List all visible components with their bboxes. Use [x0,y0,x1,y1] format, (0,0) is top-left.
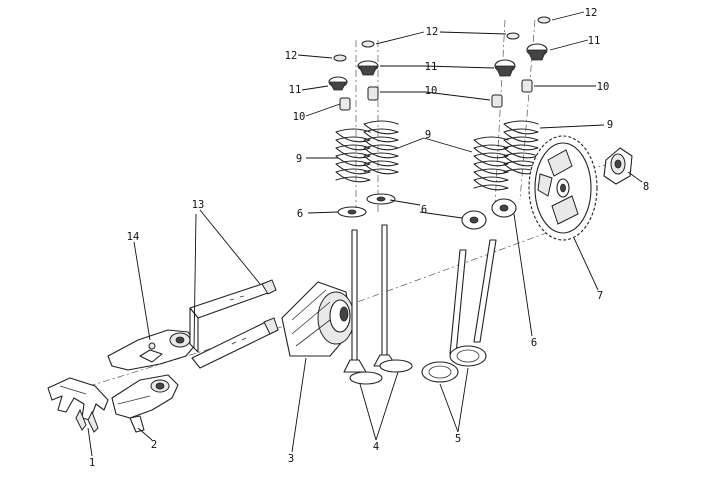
callout-11-middle: 11 [425,61,438,73]
callout-4: 4 [373,441,379,453]
callout-12-middle: 12 [426,26,439,38]
callout-11-left: 11 [289,84,302,96]
callout-14: 14 [127,231,140,243]
callout-9-right: 9 [607,119,613,131]
stem-seals-part-10 [339,79,533,111]
camshaft-part-3 [281,281,355,357]
callout-6-right: 6 [531,337,537,349]
callout-12-left: 12 [285,50,298,62]
callout-10-middle: 10 [425,85,438,97]
exhaust-valves-part-5 [421,239,497,383]
rocker-shafts-part-13 [189,279,279,369]
rocker-arm-part-14 [107,329,197,371]
valve-springs-part-9 [335,120,539,191]
leader-lines [87,11,643,457]
spring-seats-part-6 [337,193,517,230]
callout-13: 13 [192,199,205,211]
callout-6-left: 6 [297,208,303,220]
callout-9-middle: 9 [425,129,431,141]
callout-10-left: 10 [293,111,306,123]
fork-rocker-part-1 [47,377,109,433]
decompressor-part-8 [603,147,633,185]
cam-sprocket-part-7 [528,135,598,241]
callout-labels: 1 2 3 4 5 6 6 6 7 8 9 9 9 10 10 10 11 11… [89,7,649,469]
callout-3: 3 [288,453,294,465]
callout-7: 7 [597,290,603,302]
callout-12-right: 12 [585,7,598,19]
rocker-arm-part-2 [111,374,179,433]
callout-1: 1 [89,457,95,469]
valve-keepers-part-12 [333,16,551,62]
callout-6-middle: 6 [421,204,427,216]
callout-10-right: 10 [597,81,610,93]
callout-11-right: 11 [588,35,601,47]
intake-valves-part-4 [343,224,413,385]
callout-2: 2 [151,439,157,451]
spring-retainers-part-11 [328,43,548,91]
callout-9-left: 9 [296,153,302,165]
callout-5: 5 [455,433,461,445]
callout-8: 8 [643,181,649,193]
